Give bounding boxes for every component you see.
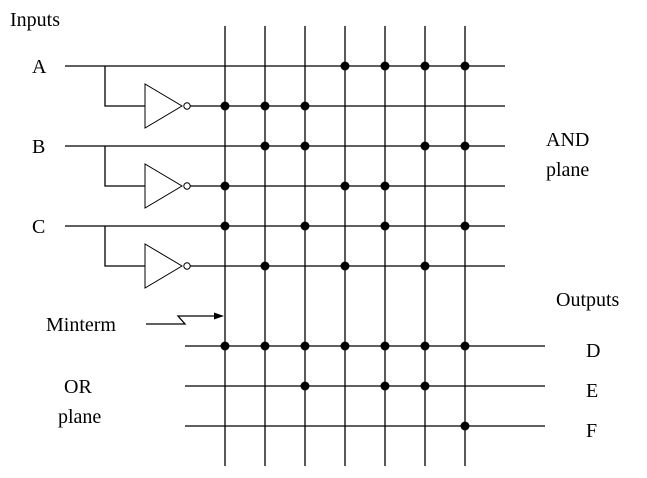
minterm-columns (224, 26, 466, 466)
or-connection-dot (460, 341, 470, 351)
input-label-b: B (32, 136, 45, 158)
inverter-bubble-icon (183, 102, 191, 110)
and-connection-dot (460, 141, 470, 151)
inverter-gate-icon (144, 243, 183, 289)
and-connection-dot (300, 101, 310, 111)
minterm-arrow (146, 312, 224, 325)
and-connection-dot (340, 61, 350, 71)
minterm-label: Minterm (46, 314, 116, 336)
and-connection-dot (460, 61, 470, 71)
or-connection-dot (220, 341, 230, 351)
or-plane-label-line2: plane (58, 406, 101, 428)
input-label-c: C (32, 216, 45, 238)
or-connection-dot (300, 381, 310, 391)
output-label-f: F (586, 420, 597, 442)
and-connection-dot (420, 261, 430, 271)
and-connection-dot (380, 181, 390, 191)
or-connection-dot (340, 341, 350, 351)
output-label-e: E (586, 380, 598, 402)
inverter-branch-b (104, 146, 145, 187)
and-connection-dot (420, 141, 430, 151)
inverter-bubble-icon (183, 182, 191, 190)
and-connection-dot (260, 261, 270, 271)
and-plane-label-line1: AND (546, 129, 589, 151)
or-connection-dot (460, 421, 470, 431)
and-connection-dot (220, 221, 230, 231)
or-connection-dot (380, 381, 390, 391)
and-connection-dot (340, 261, 350, 271)
and-connection-dot (300, 141, 310, 151)
input-label-a: A (32, 56, 47, 78)
and-connection-dot (220, 101, 230, 111)
inverter-gate-icon (144, 83, 183, 129)
inverter-gate-icon (144, 163, 183, 209)
and-connection-dot (300, 221, 310, 231)
and-plane-label-line2: plane (546, 159, 589, 181)
inverter-bubble-icon (183, 262, 191, 270)
and-connection-dot (380, 221, 390, 231)
and-connection-dot (460, 221, 470, 231)
input-section: A B C (32, 56, 505, 289)
and-connection-dot (220, 181, 230, 191)
or-connection-dot (300, 341, 310, 351)
or-connection-dot (420, 381, 430, 391)
or-connection-dot (420, 341, 430, 351)
output-label-d: D (586, 340, 600, 362)
outputs-heading: Outputs (556, 289, 620, 311)
and-connection-dot (420, 61, 430, 71)
and-connection-dot (340, 181, 350, 191)
or-connection-dot (380, 341, 390, 351)
inputs-heading: Inputs (10, 9, 60, 31)
and-connection-dot (260, 101, 270, 111)
and-plane (220, 61, 470, 271)
or-plane: DEF (185, 340, 600, 442)
and-connection-dot (260, 141, 270, 151)
or-connection-dot (260, 341, 270, 351)
or-plane-label-line1: OR (64, 376, 92, 398)
and-connection-dot (380, 61, 390, 71)
inverter-branch-a (104, 66, 145, 107)
inverter-branch-c (104, 226, 145, 267)
